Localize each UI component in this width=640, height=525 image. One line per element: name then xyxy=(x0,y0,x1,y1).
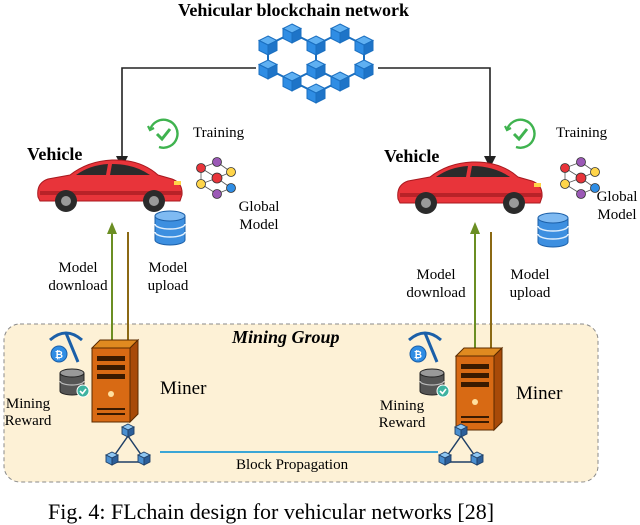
network-to-vehicle-arrows xyxy=(121,67,491,158)
training-label-left: Training xyxy=(193,125,245,141)
model-upload-label-left: Model upload xyxy=(147,260,189,294)
database-left-icon xyxy=(154,210,186,246)
model-download-label-right: Model download xyxy=(406,267,466,301)
network-title: Vehicular blockchain network xyxy=(178,0,410,20)
blockchain-network-icon xyxy=(258,23,374,104)
model-upload-label-right: Model upload xyxy=(509,267,551,301)
miner-server-left-icon xyxy=(91,339,139,423)
miner-label-left: Miner xyxy=(160,378,207,399)
training-label-right: Training xyxy=(556,125,608,141)
arrowhead-right xyxy=(484,156,496,168)
block-propagation-label: Block Propagation xyxy=(236,457,349,473)
global-model-left-icon xyxy=(196,157,236,199)
mining-group-title: Mining Group xyxy=(232,327,340,347)
miner-label-right: Miner xyxy=(516,383,563,404)
mining-reward-label-right: Mining Reward xyxy=(378,398,426,431)
vehicle-car-left-icon xyxy=(37,159,183,213)
global-model-label-right: Global Model xyxy=(596,189,638,223)
mining-reward-label-left: Mining Reward xyxy=(4,396,52,429)
vehicle-label-left: Vehicle xyxy=(27,144,83,164)
database-right-icon xyxy=(537,212,569,248)
mining-group-area xyxy=(3,323,599,483)
global-model-label-left: Global Model xyxy=(238,199,280,233)
vehicle-car-right-icon xyxy=(397,161,543,215)
miner-server-right-icon xyxy=(455,347,503,431)
model-download-label-left: Model download xyxy=(48,260,108,294)
training-check-left-icon xyxy=(146,118,179,150)
vehicle-label-right: Vehicle xyxy=(384,146,440,166)
training-check-right-icon xyxy=(503,118,536,150)
figure-caption: Fig. 4: FLchain design for vehicular net… xyxy=(48,499,495,524)
